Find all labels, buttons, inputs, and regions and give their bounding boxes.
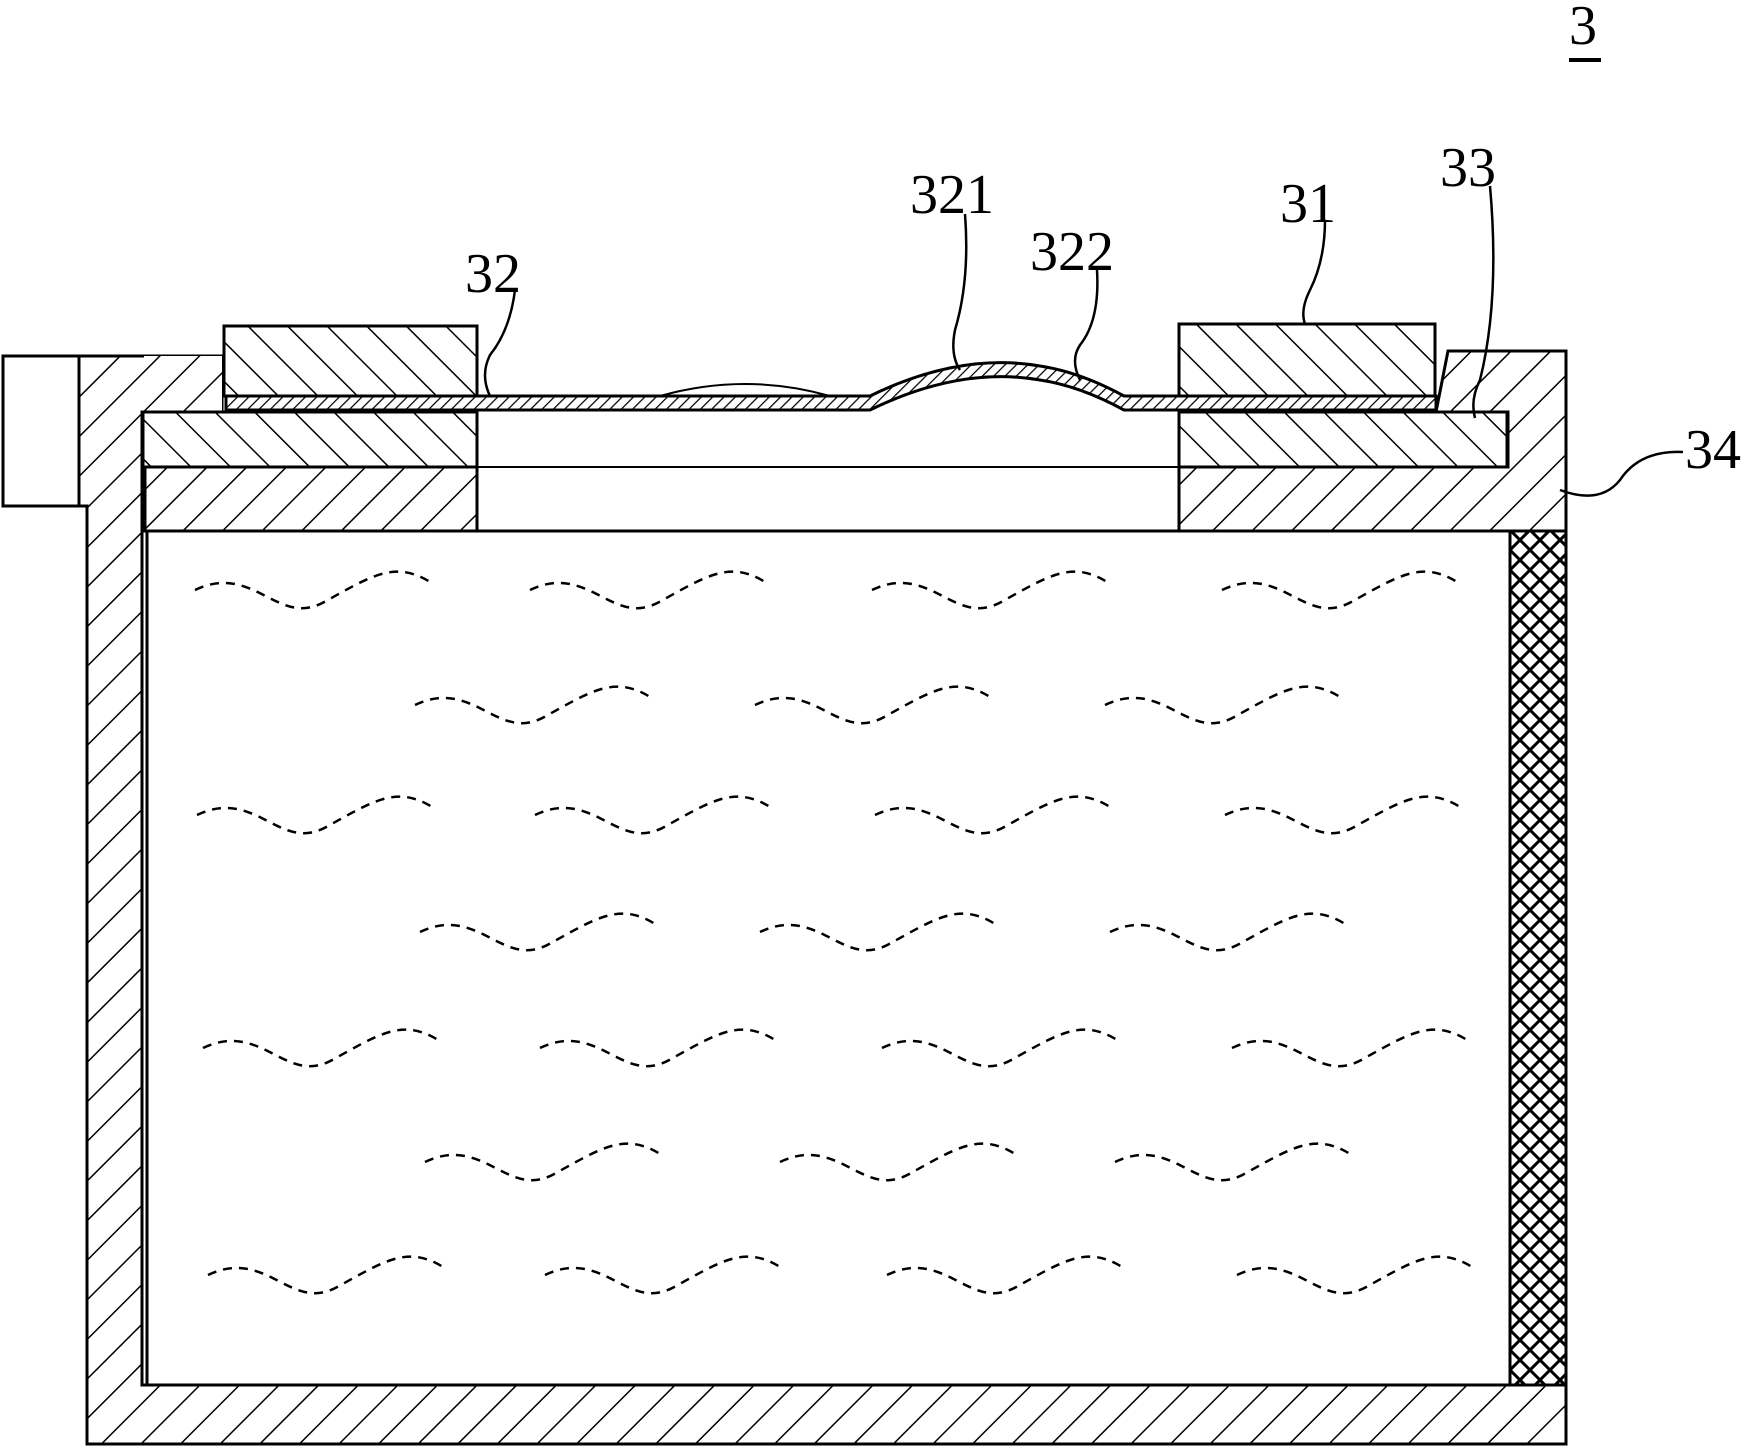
label-321: 321	[910, 164, 994, 226]
label-32: 32	[465, 243, 521, 305]
inner-cavity	[147, 531, 1510, 1385]
spacer-33	[143, 412, 1507, 467]
leader-31	[1303, 220, 1325, 324]
leader-32	[485, 290, 515, 396]
spacer-left	[143, 412, 477, 467]
housing-top-left-ledge	[142, 356, 222, 412]
terminal-block	[3, 356, 79, 506]
leader-322	[1075, 270, 1097, 380]
figure-number: 3	[1569, 0, 1597, 57]
frame-31	[224, 324, 1435, 396]
spacer-right	[1179, 412, 1507, 467]
frame-left	[224, 326, 477, 396]
leader-34	[1560, 452, 1683, 496]
label-322: 322	[1030, 221, 1114, 283]
leader-321	[953, 214, 966, 370]
housing-top-left-block	[145, 467, 477, 531]
crosshatch-strip	[1510, 531, 1566, 1385]
label-33: 33	[1440, 137, 1496, 199]
housing	[3, 322, 1566, 1444]
housing-wall-left	[79, 322, 222, 356]
label-31: 31	[1280, 173, 1336, 235]
membrane-bulge-left	[660, 384, 830, 396]
label-34: 34	[1685, 419, 1741, 481]
frame-right	[1179, 324, 1435, 396]
